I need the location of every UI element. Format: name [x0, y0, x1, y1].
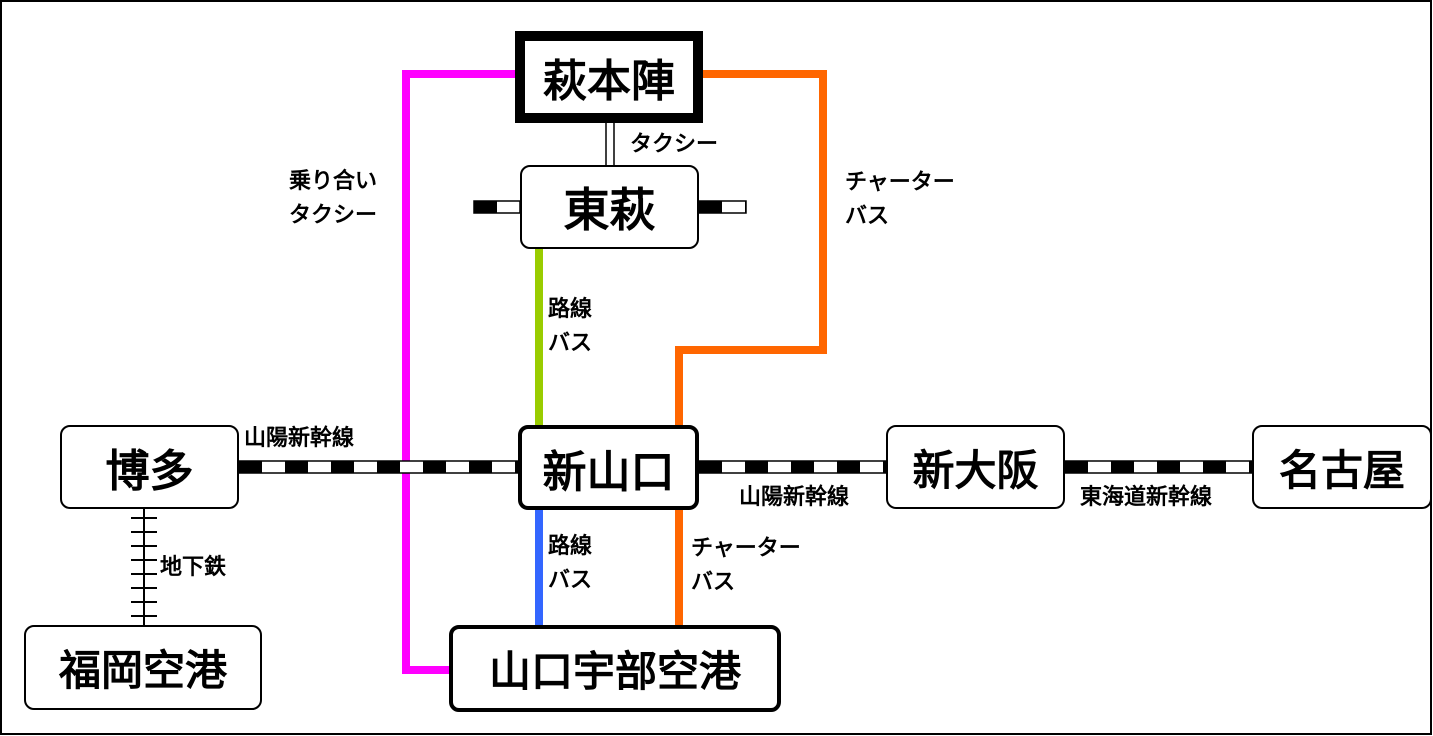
station-fukuoka-airport: 福岡空港	[24, 625, 262, 710]
station-higashi-hagi: 東萩	[520, 165, 699, 249]
label-charter-bus-lower-line1: チャーター	[691, 536, 801, 561]
label-shared-taxi-line1: 乗り合い	[289, 169, 378, 194]
label-taxi: タクシー	[630, 132, 719, 157]
label-charter-bus-lower: チャーター バス	[691, 535, 801, 596]
label-shared-taxi-line2: タクシー	[289, 202, 378, 228]
station-shin-yamaguchi: 新山口	[518, 425, 699, 510]
label-route-bus-lower-line1: 路線	[548, 534, 593, 559]
label-route-bus-lower: 路線 バス	[548, 533, 592, 594]
label-sanyo-shinkansen-west: 山陽新幹線	[244, 426, 355, 451]
shared-taxi-route	[402, 70, 517, 674]
rail-higashi-hagi-east	[698, 200, 747, 214]
station-yamaguchi-ube-airport: 山口宇部空港	[449, 625, 781, 712]
label-charter-bus-lower-line2: バス	[691, 569, 736, 595]
station-hagi-honjin: 萩本陣	[515, 31, 703, 123]
label-charter-bus-upper-line2: バス	[845, 203, 890, 229]
station-hakata: 博多	[60, 425, 239, 509]
label-shared-taxi: 乗り合い タクシー	[289, 168, 377, 229]
station-nagoya: 名古屋	[1252, 425, 1432, 509]
label-route-bus-lower-line2: バス	[548, 567, 593, 593]
label-sanyo-shinkansen-east: 山陽新幹線	[739, 485, 850, 510]
label-route-bus-upper: 路線 バス	[548, 296, 592, 357]
label-charter-bus-upper: チャーター バス	[845, 169, 955, 230]
label-route-bus-upper-line1: 路線	[548, 297, 593, 322]
station-shin-osaka: 新大阪	[886, 425, 1065, 509]
rail-sanyo-west	[238, 460, 519, 474]
rail-tokaido	[1064, 460, 1253, 474]
label-tokaido-shinkansen: 東海道新幹線	[1080, 485, 1213, 510]
label-subway: 地下鉄	[160, 555, 227, 580]
subway-line	[131, 508, 157, 626]
rail-sanyo-east	[698, 460, 887, 474]
label-charter-bus-upper-line1: チャーター	[845, 170, 955, 195]
label-route-bus-upper-line2: バス	[548, 330, 593, 356]
rail-higashi-hagi-west	[473, 200, 521, 214]
